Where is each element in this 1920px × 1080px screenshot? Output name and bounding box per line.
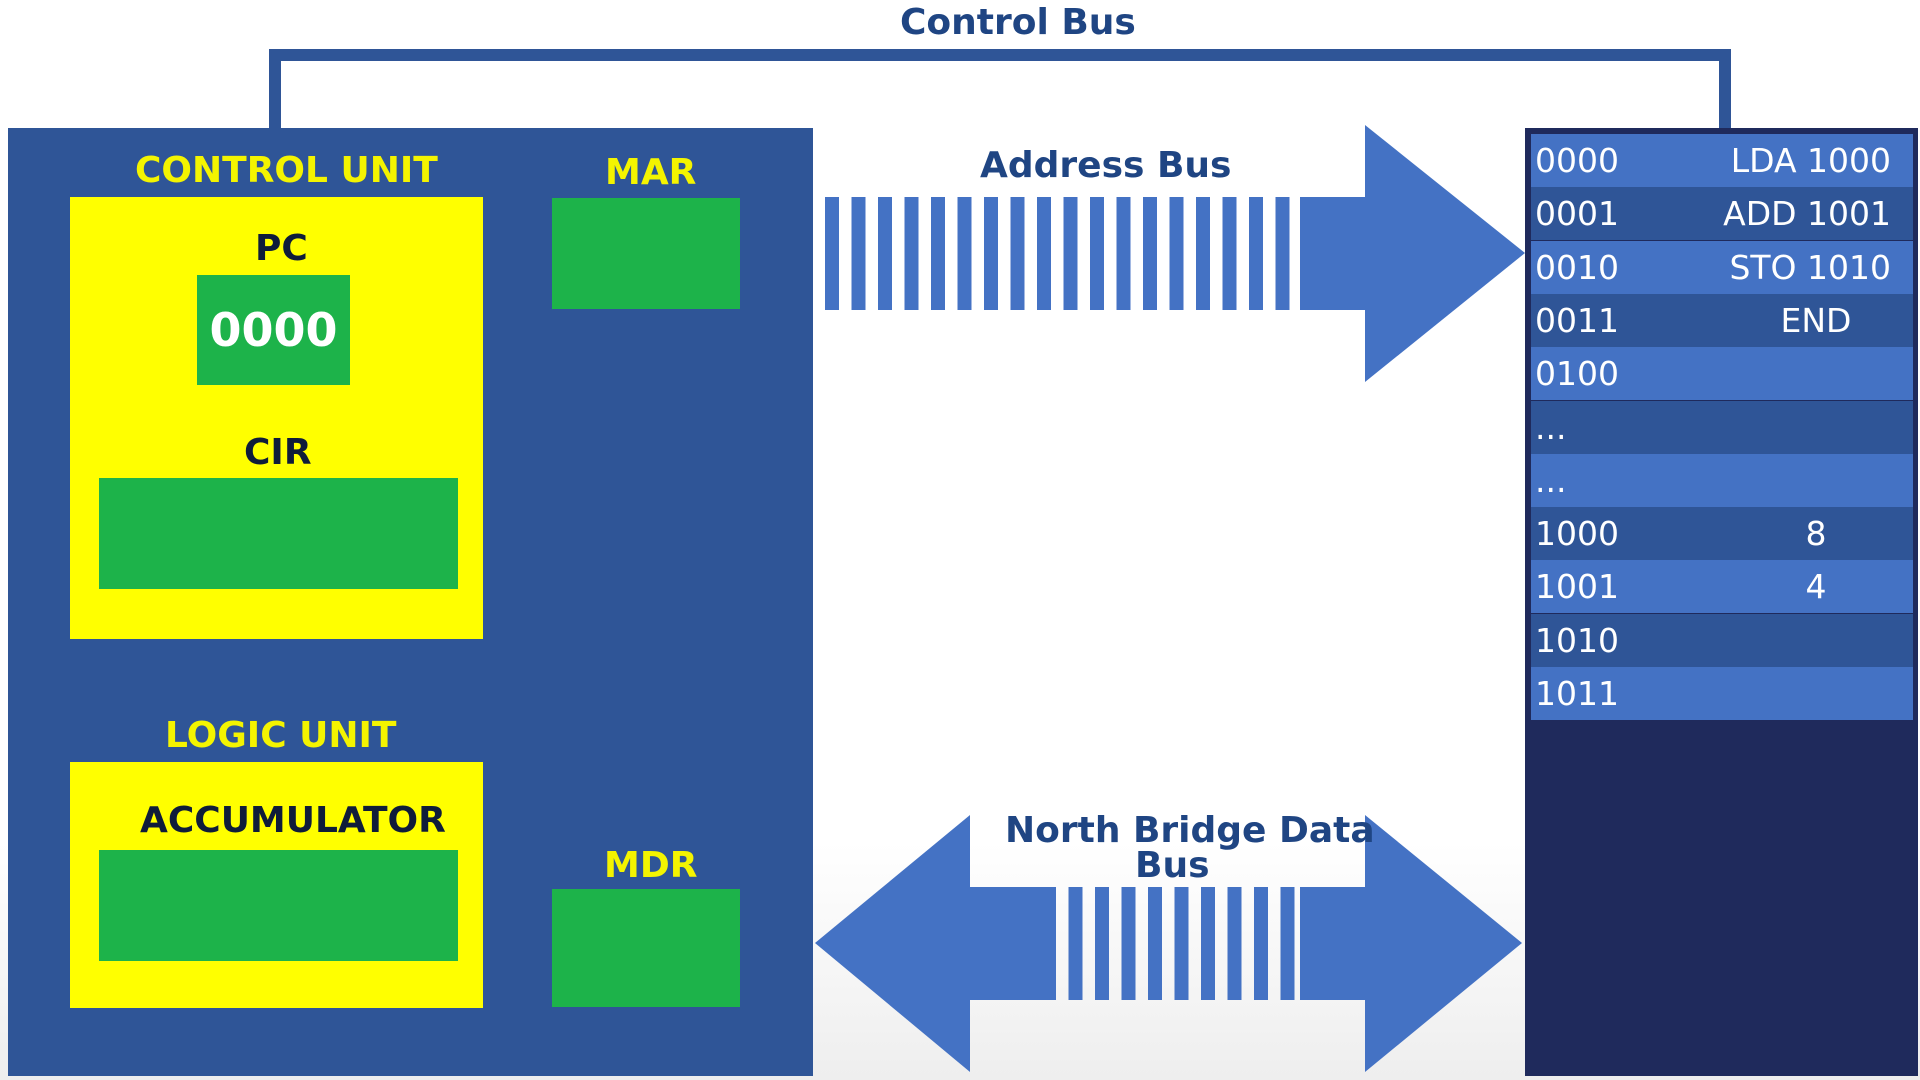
- data-bus-arrow: [815, 815, 1522, 1072]
- mar-label: MAR: [605, 152, 697, 193]
- memory-row: 1011: [1531, 667, 1913, 720]
- logic-unit-label: LOGIC UNIT: [165, 715, 397, 756]
- memory-address: 0000: [1535, 141, 1619, 180]
- memory-address: 1011: [1535, 674, 1619, 713]
- data-bus-label-line2: Bus: [1135, 845, 1210, 886]
- memory-value: 8: [1805, 514, 1827, 554]
- memory-address: 1001: [1535, 567, 1619, 607]
- cir-register: [99, 478, 458, 589]
- memory-address: 0011: [1535, 300, 1619, 340]
- address-bus-label: Address Bus: [980, 145, 1232, 186]
- mdr-label: MDR: [604, 845, 698, 886]
- memory-row: ...: [1531, 453, 1913, 507]
- address-bus-arrow: [825, 125, 1525, 382]
- data-bus-label-line1: North Bridge Data: [1005, 810, 1375, 851]
- memory-address: 1000: [1535, 514, 1619, 554]
- memory-address: 1010: [1535, 620, 1619, 660]
- memory-block: 0000 LDA 1000 0001 ADD 1001 0010 STO 1010 0011…: [1525, 128, 1918, 1076]
- memory-address: 0100: [1535, 354, 1619, 394]
- control-unit-label: CONTROL UNIT: [135, 150, 438, 191]
- memory-address: ...: [1535, 460, 1567, 500]
- memory-value: STO 1010: [1729, 247, 1891, 287]
- mar-register: [552, 198, 740, 309]
- memory-value: END: [1780, 300, 1852, 340]
- pc-register: 0000: [197, 275, 350, 385]
- memory-address: 0010: [1535, 247, 1619, 287]
- memory-row: 0000 LDA 1000: [1531, 134, 1913, 187]
- memory-row: 1001 4: [1531, 560, 1913, 614]
- memory-value: 4: [1805, 567, 1827, 607]
- memory-row: 0010 STO 1010: [1531, 240, 1913, 294]
- memory-row: 0001 ADD 1001: [1531, 187, 1913, 241]
- accumulator-register: [99, 850, 458, 961]
- memory-address: ...: [1535, 407, 1567, 447]
- memory-row: 0011 END: [1531, 293, 1913, 347]
- mdr-register: [552, 889, 740, 1007]
- memory-address: 0001: [1535, 194, 1619, 234]
- memory-row: 1010: [1531, 613, 1913, 667]
- control-bus-label: Control Bus: [900, 2, 1136, 43]
- pc-label: PC: [255, 228, 308, 269]
- accumulator-label: ACCUMULATOR: [140, 800, 446, 841]
- memory-value: LDA 1000: [1730, 141, 1891, 180]
- memory-value: ADD 1001: [1723, 194, 1891, 234]
- memory-row: 1000 8: [1531, 507, 1913, 561]
- memory-row: ...: [1531, 400, 1913, 454]
- cir-label: CIR: [244, 432, 312, 473]
- memory-row: 0100: [1531, 347, 1913, 401]
